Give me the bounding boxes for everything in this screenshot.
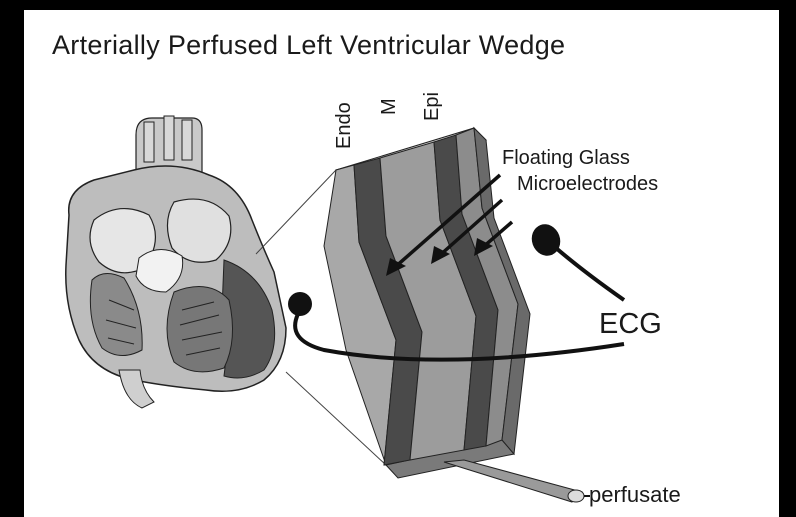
figure-drawing <box>24 10 779 517</box>
left-ventricle-cavity <box>167 287 233 372</box>
wedge-block <box>324 128 530 478</box>
ecg-lead-right <box>556 248 624 300</box>
layer-label-m: M <box>379 98 399 115</box>
perfusate-cannula <box>444 460 590 502</box>
ecg-label: ECG <box>599 310 662 339</box>
microelectrode-label-line2: Microelectrodes <box>517 174 658 194</box>
heart-illustration <box>66 116 286 408</box>
perfusate-label: perfusate <box>589 484 681 506</box>
ecg-electrode-right <box>527 220 624 300</box>
layer-label-endo: Endo <box>334 102 354 149</box>
layer-label-epi: Epi <box>422 92 442 121</box>
vessel-branch-3 <box>182 120 192 160</box>
vessel-branch-1 <box>144 122 154 162</box>
figure-panel: Arterially Perfused Left Ventricular Wed… <box>24 10 779 517</box>
connector-top <box>256 170 336 254</box>
microelectrode-label-line1: Floating Glass <box>502 148 630 168</box>
vessel-branch-2 <box>164 116 174 160</box>
figure-title: Arterially Perfused Left Ventricular Wed… <box>52 32 565 59</box>
